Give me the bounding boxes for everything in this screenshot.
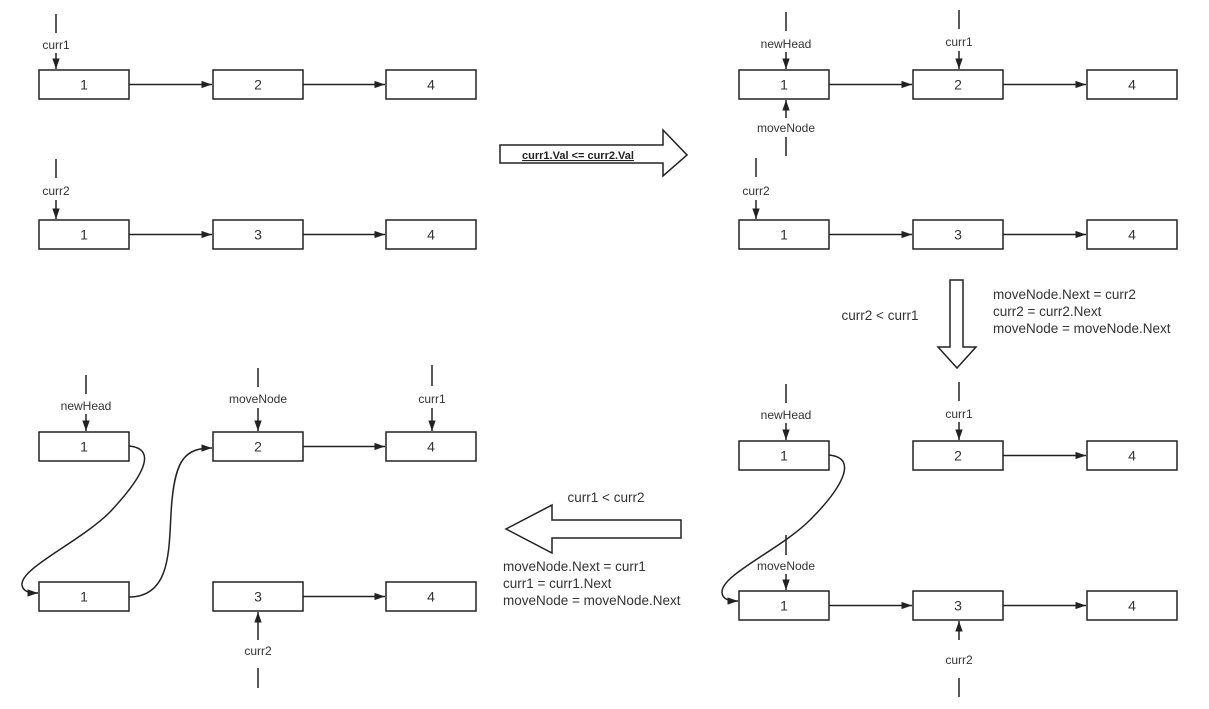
- node-value: 2: [254, 439, 262, 455]
- node-value: 2: [254, 77, 262, 93]
- panel-step-2: 1 2 4 1 3 4 newHead curr1 moveNode curr2: [721, 382, 1178, 697]
- list-node: 1: [738, 69, 830, 100]
- node-value: 1: [780, 227, 788, 243]
- transition-arrow-right: curr1.Val <= curr2.Val: [499, 128, 689, 178]
- list-node: 4: [1086, 440, 1178, 471]
- list-node: 2: [912, 69, 1004, 100]
- pointer-label-movenode: moveNode: [757, 121, 815, 135]
- node-value: 4: [1128, 448, 1136, 464]
- list-node: 2: [212, 431, 304, 462]
- curved-next-link-arrow: [21, 445, 146, 597]
- node-value: 4: [1128, 227, 1136, 243]
- node-value: 2: [954, 77, 962, 93]
- pointer-label-curr1: curr1: [418, 392, 446, 406]
- node-value: 1: [80, 77, 88, 93]
- list-node: 4: [385, 581, 477, 612]
- pointer-label-curr2: curr2: [742, 184, 770, 198]
- code-line: moveNode = moveNode.Next: [993, 321, 1171, 336]
- node-value: 1: [780, 598, 788, 614]
- panel-step-1: 1 2 4 1 3 4 newHead curr1 moveNode curr2: [738, 10, 1178, 250]
- list-node: 4: [385, 69, 477, 100]
- node-value: 1: [780, 77, 788, 93]
- list-node: 1: [38, 581, 130, 612]
- code-line: moveNode.Next = curr2: [993, 287, 1136, 302]
- list-node: 1: [738, 219, 830, 250]
- list-node: 3: [212, 581, 304, 612]
- right-block-arrow: [499, 128, 689, 178]
- panel-step-3: 1 2 4 1 3 4 newHead moveNode curr1 curr2: [21, 365, 477, 688]
- node-value: 1: [80, 439, 88, 455]
- panel-initial: 1 2 4 1 3 4 curr1 curr2: [38, 14, 477, 250]
- list-node: 4: [1086, 590, 1178, 621]
- list-node: 1: [38, 69, 130, 100]
- node-value: 4: [1128, 598, 1136, 614]
- pointer-label-curr1: curr1: [42, 38, 70, 52]
- pointer-label-newhead: newHead: [761, 408, 812, 422]
- code-line: moveNode = moveNode.Next: [503, 593, 681, 608]
- pointer-label-curr2: curr2: [42, 184, 70, 198]
- node-value: 1: [80, 589, 88, 605]
- node-value: 4: [427, 227, 435, 243]
- pointer-label-newhead: newHead: [61, 399, 112, 413]
- pointer-label-movenode: moveNode: [757, 559, 815, 573]
- list-node: 4: [385, 431, 477, 462]
- list-node: 1: [38, 431, 130, 462]
- node-value: 1: [80, 227, 88, 243]
- list-node: 3: [912, 219, 1004, 250]
- node-value: 4: [1128, 77, 1136, 93]
- transition-arrow-left: curr1 < curr2 moveNode.Next = curr1 curr…: [503, 490, 682, 608]
- transition-arrow-down: curr2 < curr1 moveNode.Next = curr2 curr…: [842, 279, 1171, 370]
- list-node: 4: [385, 219, 477, 250]
- pointer-label-movenode: moveNode: [229, 392, 287, 406]
- condition-label: curr1.Val <= curr2.Val: [522, 150, 634, 162]
- node-value: 3: [254, 589, 262, 605]
- list-node: 1: [38, 219, 130, 250]
- list-node: 4: [1086, 219, 1178, 250]
- curved-next-link-arrow: [721, 454, 846, 605]
- node-value: 4: [427, 77, 435, 93]
- list-node: 2: [212, 69, 304, 100]
- code-line: curr1 = curr1.Next: [503, 576, 612, 591]
- node-value: 2: [954, 448, 962, 464]
- condition-label: curr1 < curr2: [568, 490, 645, 505]
- list-node: 2: [912, 440, 1004, 471]
- list-node: 1: [738, 590, 830, 621]
- curved-next-link-arrow: [128, 444, 213, 598]
- list-node: 3: [912, 590, 1004, 621]
- pointer-label-curr2: curr2: [244, 644, 272, 658]
- pointer-label-curr1: curr1: [945, 407, 973, 421]
- list-node: 4: [1086, 69, 1178, 100]
- code-line: moveNode.Next = curr1: [503, 559, 646, 574]
- node-value: 4: [427, 439, 435, 455]
- node-value: 3: [954, 227, 962, 243]
- node-value: 4: [427, 589, 435, 605]
- list-node: 3: [212, 219, 304, 250]
- pointer-label-curr2: curr2: [945, 653, 973, 667]
- node-value: 1: [780, 448, 788, 464]
- condition-label: curr2 < curr1: [842, 308, 919, 323]
- pointer-label-curr1: curr1: [945, 35, 973, 49]
- node-value: 3: [954, 598, 962, 614]
- list-node: 1: [738, 440, 830, 471]
- down-block-arrow: [936, 279, 978, 370]
- left-block-arrow: [504, 503, 682, 555]
- code-line: curr2 = curr2.Next: [993, 304, 1102, 319]
- pointer-label-newhead: newHead: [761, 37, 812, 51]
- node-value: 3: [254, 227, 262, 243]
